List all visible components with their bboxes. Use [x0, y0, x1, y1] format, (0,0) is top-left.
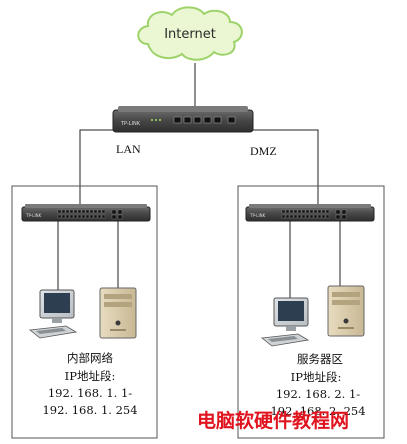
- dmz-label: DMZ: [250, 144, 277, 158]
- router: TP-LINK: [112, 106, 254, 133]
- dmz-pc: [260, 297, 310, 347]
- router-top-edge: [118, 106, 248, 112]
- cloud-icon: [137, 6, 243, 61]
- lan-switch-ports: [57, 209, 123, 220]
- dmz-switch-brand-label: TP-LINK: [249, 213, 266, 218]
- lan-ip-start: 192. 168. 1. 1-: [48, 386, 132, 400]
- server-tower-icon: [99, 287, 137, 339]
- lan-ip-heading: IP地址段:: [65, 369, 116, 383]
- router-leds: [151, 119, 161, 121]
- dmz-switch: TP-LINK: [245, 204, 375, 222]
- dmz-ip-end: 192. 168. 2. 254: [270, 404, 365, 418]
- desktop-pc-icon: [28, 289, 78, 339]
- lan-pc: [28, 289, 78, 339]
- lan-switch-brand-label: TP-LINK: [25, 213, 42, 218]
- router-brand-label: TP-LINK: [120, 121, 141, 127]
- server-tower-icon: [327, 285, 365, 337]
- lan-label: LAN: [116, 142, 141, 156]
- dmz-server: [327, 285, 365, 337]
- lan-zone-border: [11, 185, 158, 439]
- lan-server: [99, 287, 137, 339]
- dmz-zone-border: [237, 185, 385, 439]
- dmz-zone-title: 服务器区: [297, 352, 343, 366]
- internet-cloud: Internet: [137, 6, 243, 61]
- dmz-ip-heading: IP地址段:: [291, 370, 342, 384]
- desktop-pc-icon: [260, 297, 310, 347]
- lan-zone-title: 内部网络: [67, 351, 113, 365]
- lan-ip-end: 192. 168. 1. 254: [42, 403, 137, 417]
- dmz-zone: TP-LINK: [237, 185, 385, 439]
- lan-switch: TP-LINK: [21, 204, 151, 222]
- watermark: 电脑软硬件教程网: [197, 409, 349, 432]
- router-ports: [173, 116, 236, 124]
- dmz-ip-start: 192. 168. 2. 1-: [276, 387, 360, 401]
- lan-zone: TP-LINK: [11, 185, 158, 439]
- internet-label: Internet: [164, 27, 216, 42]
- router-dmz-link: [240, 129, 319, 205]
- dmz-switch-ports: [281, 209, 347, 220]
- connection-lines: [57, 63, 341, 298]
